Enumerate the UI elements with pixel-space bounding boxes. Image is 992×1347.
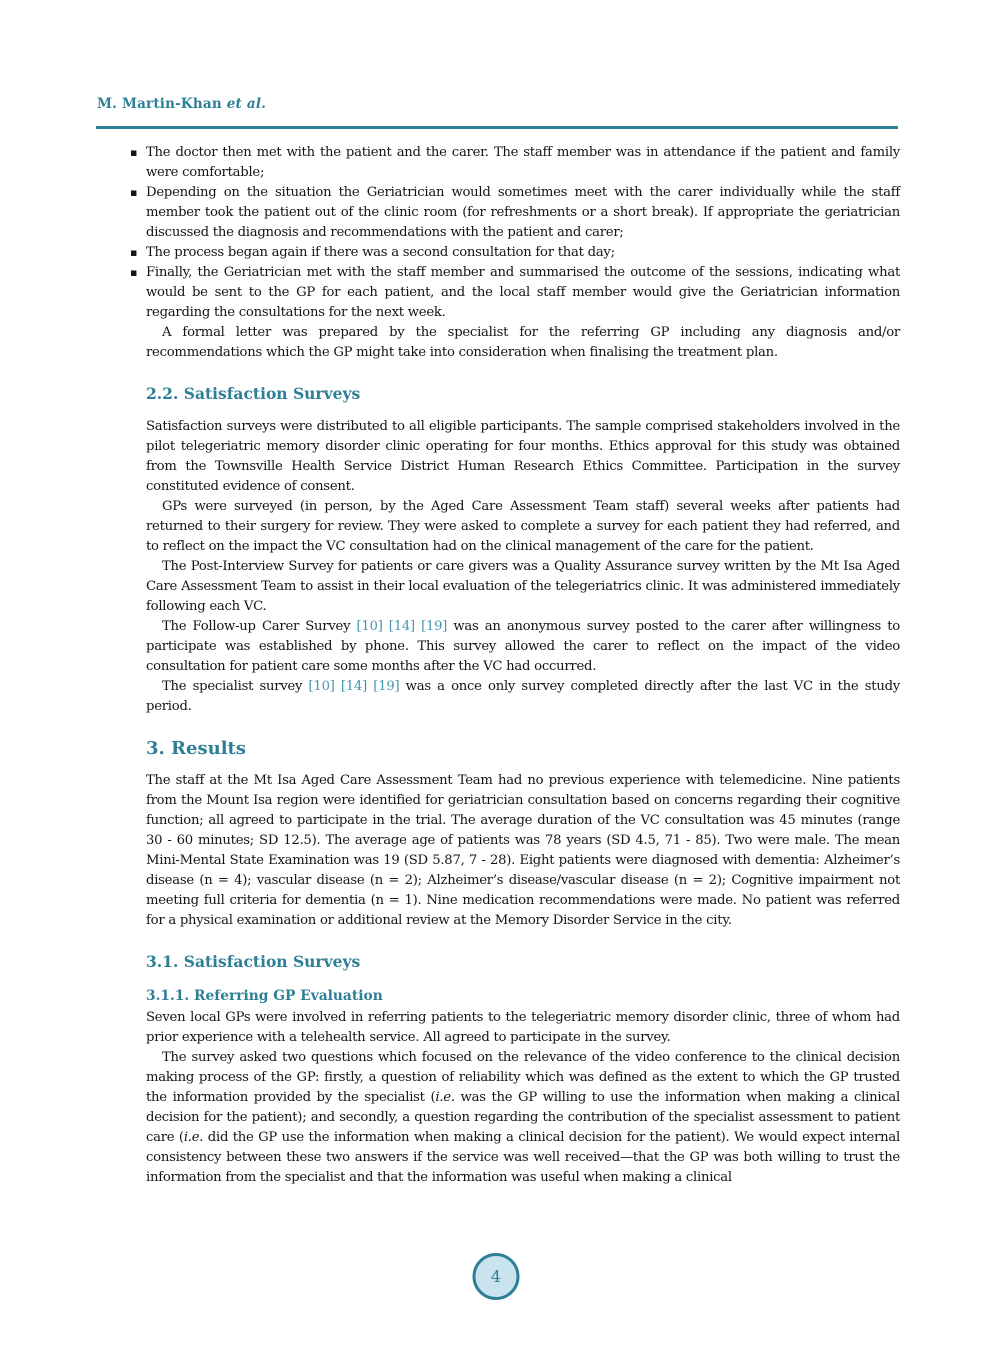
paragraph-text: did the GP use the information when maki…: [146, 1130, 900, 1185]
page-number: 4: [490, 1267, 502, 1286]
list-item: The doctor then met with the patient and…: [130, 143, 900, 183]
header-rule: [96, 126, 898, 129]
paragraph-gps-surveyed: GPs were surveyed (in person, by the Age…: [146, 499, 900, 554]
page-content: The doctor then met with the patient and…: [130, 143, 900, 1188]
section-title-3-1-1: 3.1.1. Referring GP Evaluation: [146, 988, 383, 1004]
paragraph-follow-up-carer: The Follow-up Carer Survey [10] [14] [19…: [146, 617, 900, 677]
paragraph-seven-gps: Seven local GPs were involved in referri…: [146, 1010, 900, 1045]
running-head-etal: et al.: [226, 96, 267, 112]
running-head: M. Martin-Khan et al.: [97, 96, 266, 112]
paragraph-specialist-survey: The specialist survey [10] [14] [19] was…: [146, 677, 900, 717]
paragraph-text: The Follow-up Carer Survey: [162, 619, 357, 634]
running-head-author: M. Martin-Khan: [97, 96, 222, 112]
paragraph-text: was a once only survey completed directl…: [146, 679, 900, 714]
list-item: Depending on the situation the Geriatric…: [130, 183, 900, 243]
paragraph-text: was the GP willing to use the informatio…: [146, 1090, 901, 1145]
paragraph-survey-questions: The survey asked two questions which foc…: [146, 1048, 900, 1188]
section-title-2-2: 2.2. Satisfaction Surveys: [146, 384, 361, 403]
latin-abbrev: i.e.: [183, 1130, 204, 1145]
citation-links[interactable]: [10] [14] [19]: [308, 679, 400, 694]
paragraph-post-interview: The Post-Interview Survey for patients o…: [146, 559, 900, 614]
page-number-badge: 4: [472, 1253, 520, 1300]
latin-abbrev: i.e.: [435, 1090, 455, 1105]
paragraph-text: The survey asked two questions which foc…: [146, 1050, 900, 1105]
paragraph-satisfaction-surveys: Satisfaction surveys were distributed to…: [146, 419, 900, 494]
procedure-bullet-list: The doctor then met with the patient and…: [130, 143, 900, 323]
list-item: The process began again if there was a s…: [130, 243, 900, 263]
paragraph-text: was an anonymous survey posted to the ca…: [146, 619, 900, 674]
citation-links[interactable]: [10] [14] [19]: [356, 619, 448, 634]
section-title-3-1: 3.1. Satisfaction Surveys: [146, 952, 361, 971]
paragraph-results: The staff at the Mt Isa Aged Care Assess…: [146, 773, 900, 928]
list-item: Finally, the Geriatrician met with the s…: [130, 263, 900, 323]
section-title-3-results: 3. Results: [146, 738, 246, 759]
paragraph-text: The specialist survey: [162, 679, 309, 694]
paragraph-formal-letter: A formal letter was prepared by the spec…: [146, 325, 900, 360]
